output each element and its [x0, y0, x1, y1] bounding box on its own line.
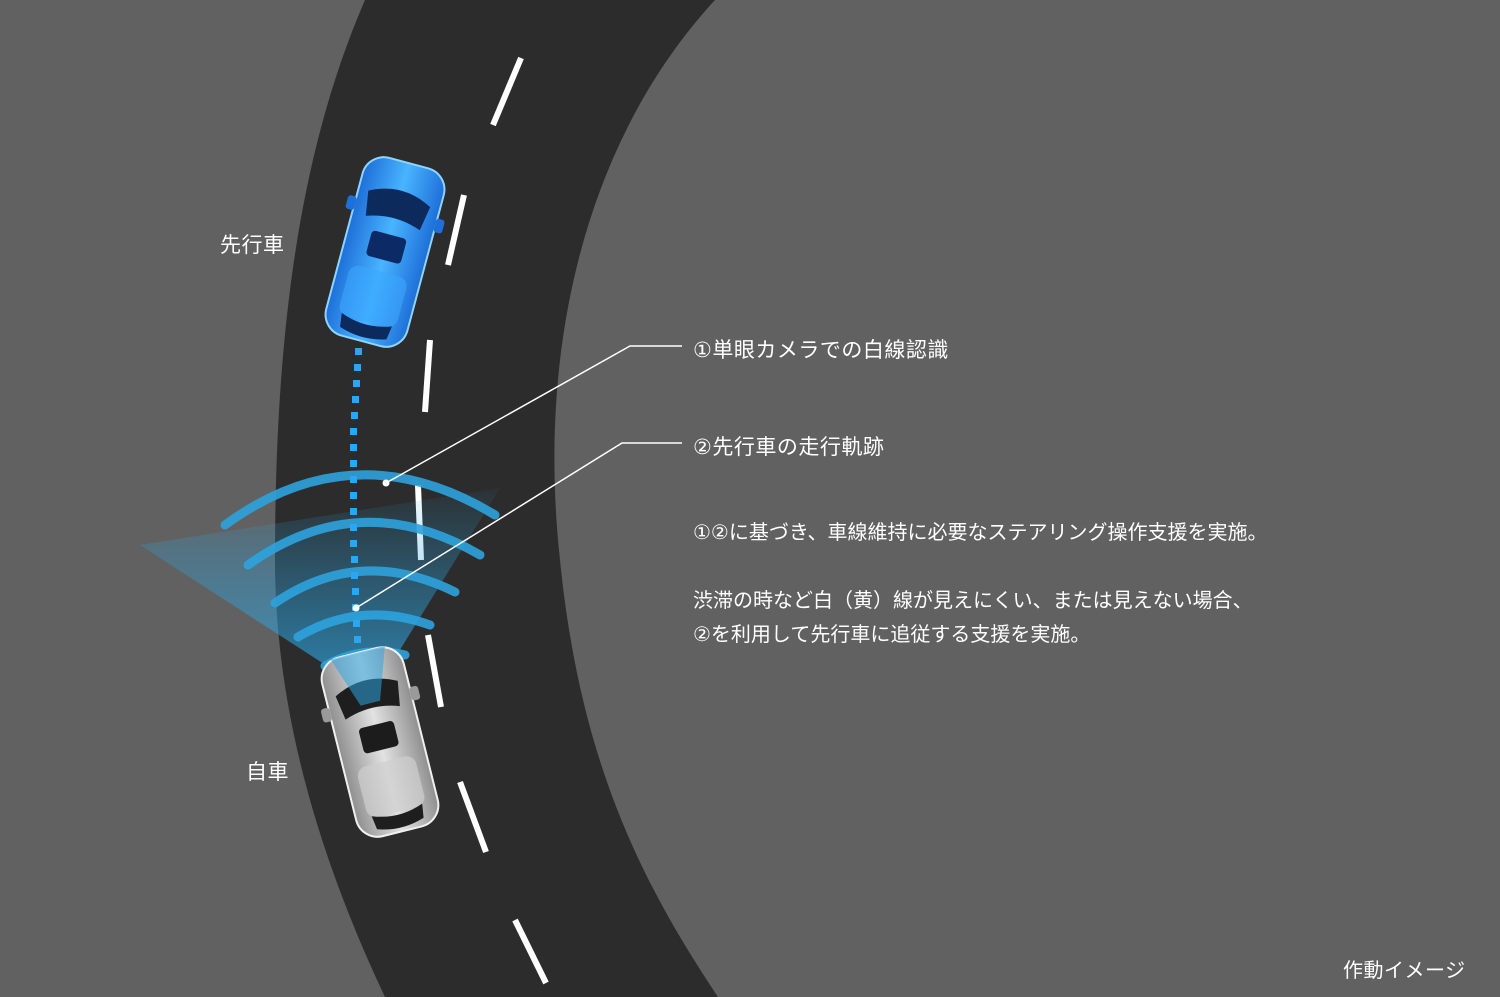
- description-line-2: 渋滞の時など白（黄）線が見えにくい、または見えない場合、: [693, 588, 1253, 612]
- lane-dash: [490, 56, 524, 127]
- lane-markings: [415, 56, 549, 985]
- camera-detection-area: [140, 488, 500, 695]
- lead-vehicle: [324, 156, 446, 348]
- lead-vehicle-trajectory: [350, 348, 362, 643]
- sensor-wave: [243, 517, 485, 570]
- own-vehicle: [320, 645, 440, 838]
- description-paragraph-1: ①②に基づき、車線維持に必要なステアリング操作支援を実施。: [693, 515, 1267, 549]
- lane-dash: [445, 194, 467, 266]
- callout-2-label: ②先行車の走行軌跡: [693, 435, 885, 459]
- callout-2-leader: [355, 442, 682, 609]
- callout-1-anchor: [382, 479, 390, 487]
- lane-dash: [425, 634, 444, 708]
- callout-2-anchor: [352, 604, 360, 612]
- callout-1-leader: [385, 345, 682, 484]
- description-line-1: ①②に基づき、車線維持に必要なステアリング操作支援を実施。: [693, 520, 1268, 544]
- callout-1-label: ①単眼カメラでの白線認識: [693, 338, 949, 362]
- road: [275, 0, 718, 997]
- own-vehicle-label: 自車: [246, 760, 289, 784]
- sensor-wave: [270, 566, 460, 608]
- footer-caption: 作動イメージ: [1343, 958, 1466, 982]
- lane-dash: [512, 918, 549, 985]
- sensor-wave: [220, 470, 500, 530]
- description-line-3: ②を利用して先行車に追従する支援を実施。: [693, 622, 1091, 646]
- callout-leaders: [355, 345, 682, 609]
- lane-dash: [457, 780, 489, 854]
- lead-vehicle-label: 先行車: [220, 233, 285, 257]
- sensor-wave: [293, 610, 435, 642]
- description-paragraph-2: 渋滞の時など白（黄）線が見えにくい、または見えない場合、 ②を利用して先行車に追…: [693, 583, 1253, 651]
- lane-dash: [422, 339, 433, 413]
